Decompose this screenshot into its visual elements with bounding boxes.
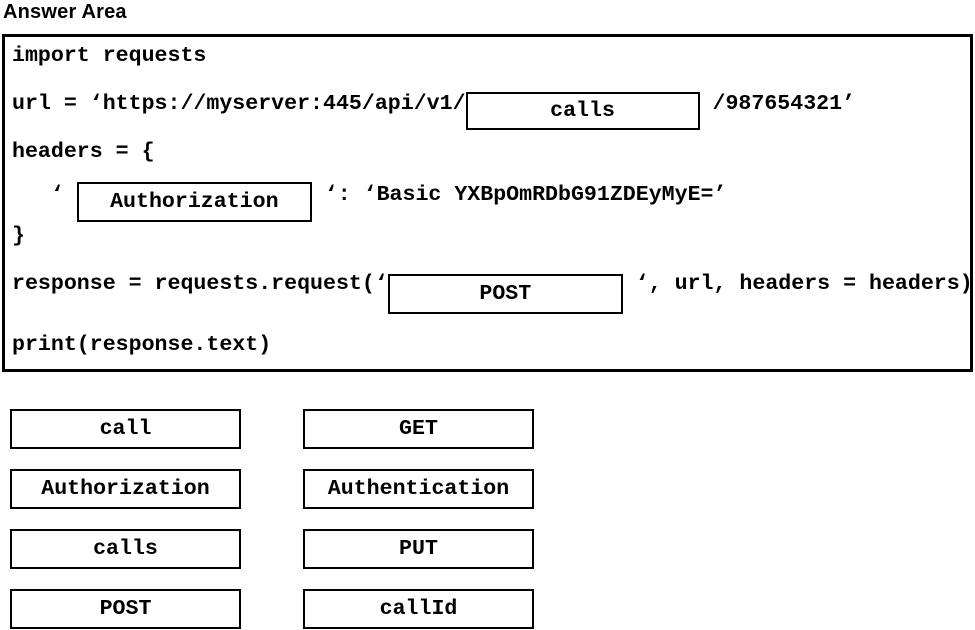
option-authentication[interactable]: Authentication xyxy=(303,469,534,509)
blank-value: POST xyxy=(479,282,532,306)
option-callid[interactable]: callId xyxy=(303,589,534,629)
code-text: /987654321’ xyxy=(699,92,856,116)
code-line-import: import requests xyxy=(12,36,206,76)
code-text: import requests xyxy=(12,44,207,68)
code-line-header-key: ‘ Authorization ‘: ‘Basic YXBpOmRDbG91ZD… xyxy=(12,175,727,222)
option-get[interactable]: GET xyxy=(303,409,534,449)
option-post[interactable]: POST xyxy=(10,589,241,629)
code-line-request: response = requests.request(‘ POST ‘, url… xyxy=(12,264,973,314)
option-calls[interactable]: calls xyxy=(10,529,241,569)
option-label: callId xyxy=(379,597,458,621)
code-text: } xyxy=(12,224,25,248)
code-text: ‘ xyxy=(12,183,77,207)
option-label: call xyxy=(99,417,152,441)
option-label: Authentication xyxy=(327,477,510,501)
blank-value: Authorization xyxy=(110,190,279,214)
option-authorization[interactable]: Authorization xyxy=(10,469,241,509)
option-put[interactable]: PUT xyxy=(303,529,534,569)
code-text: ‘, url, headers = headers) xyxy=(622,272,973,296)
code-text: headers = { xyxy=(12,140,155,164)
option-label: calls xyxy=(93,537,158,561)
code-line-headers-open: headers = { xyxy=(12,132,155,172)
code-panel: import requests url = ‘https://myserver:… xyxy=(2,34,973,372)
code-text: ‘: ‘Basic YXBpOmRDbG91ZDEyMyE=’ xyxy=(311,183,727,207)
blank-http-method[interactable]: POST xyxy=(387,274,623,314)
code-text: response = requests.request(‘ xyxy=(12,272,388,296)
code-line-print: print(response.text) xyxy=(12,325,271,365)
blank-value: calls xyxy=(550,99,615,123)
blank-header-name[interactable]: Authorization xyxy=(76,182,312,222)
option-label: GET xyxy=(399,417,438,441)
option-call[interactable]: call xyxy=(10,409,241,449)
option-label: POST xyxy=(99,597,152,621)
option-label: Authorization xyxy=(41,477,210,501)
blank-url-resource[interactable]: calls xyxy=(465,92,700,130)
code-line-url: url = ‘https://myserver:445/api/v1/calls… xyxy=(12,84,856,130)
code-text: url = ‘https://myserver:445/api/v1/ xyxy=(12,92,466,116)
code-text: print(response.text) xyxy=(12,333,272,357)
code-line-headers-close: } xyxy=(12,216,25,256)
page-title: Answer Area xyxy=(3,1,127,23)
option-label: PUT xyxy=(399,537,438,561)
